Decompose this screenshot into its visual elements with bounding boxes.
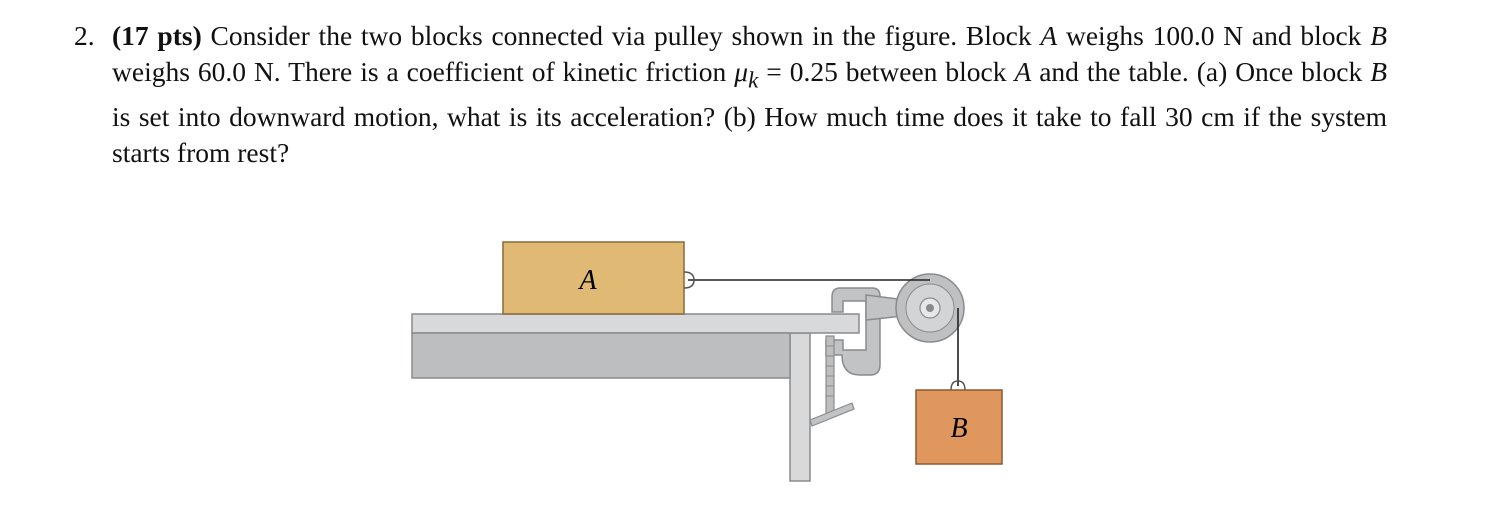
table-leg	[789, 332, 811, 482]
friction-coefficient: μk	[734, 56, 758, 93]
block-a-variable: A	[1040, 20, 1058, 51]
pulley-axle	[926, 304, 934, 312]
block-b-variable-2: B	[1370, 56, 1388, 87]
problem-text: 2. (17 pts) Consider the two blocks conn…	[74, 18, 1388, 171]
mu-value-text: = 0.25 between block	[766, 56, 1007, 87]
block-b-hook	[950, 380, 966, 391]
block-a-variable-2: A	[1014, 56, 1032, 87]
problem-intro: Consider the two blocks connected via pu…	[210, 20, 1032, 51]
table-text: and the table. (a) Once block	[1039, 56, 1363, 87]
block-a-label: A	[577, 265, 597, 296]
block-b	[915, 389, 1003, 465]
block-b-variable: B	[1370, 20, 1388, 51]
block-a-weight-text: weighs 100.0 N and block	[1065, 20, 1362, 51]
block-b-weight-text: weighs 60.0 N. There is a coefficient of…	[112, 56, 727, 87]
block-b-label: B	[950, 413, 967, 444]
clamp-handle	[809, 402, 855, 427]
table-top	[411, 313, 860, 334]
problem-question: is set into downward motion, what is its…	[112, 100, 1387, 168]
problem-number: 2.	[74, 20, 95, 51]
table-front	[411, 332, 791, 379]
mu-subscript: k	[748, 67, 759, 93]
problem-points: (17 pts)	[112, 20, 202, 51]
block-a-hook	[683, 271, 695, 289]
mu-symbol: μ	[734, 56, 749, 87]
block-a	[502, 241, 685, 315]
